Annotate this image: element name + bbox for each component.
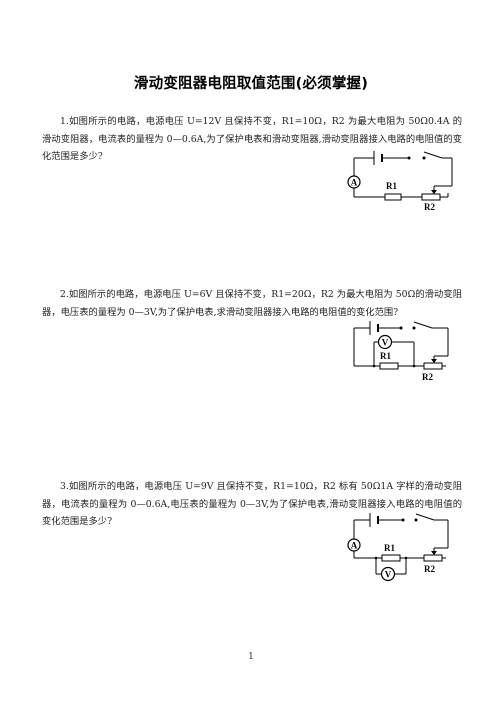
- voltmeter-label: V: [382, 338, 389, 348]
- r1-label: R1: [386, 181, 397, 191]
- switch-icon: [399, 326, 416, 330]
- switch-icon: [401, 518, 418, 522]
- problem-3-text: 3.如图所示的电路，电源电压 U=9V 且保持不变，R1=10Ω，R2 标有 5…: [42, 481, 462, 527]
- ammeter-icon: A: [347, 538, 361, 552]
- page-title: 滑动变阻器电阻取值范围(必须掌握): [133, 76, 369, 92]
- problem-3-circuit-diagram: A R1 R2 V: [344, 510, 460, 586]
- problem-1-text: 1.如图所示的电路，电源电压 U=12V 且保持不变，R1=10Ω，R2 为最大…: [42, 116, 462, 162]
- battery-icon: [373, 151, 383, 165]
- rheostat-r2-icon: R2: [422, 356, 443, 382]
- ammeter-icon: A: [347, 175, 361, 189]
- battery-icon: [369, 321, 379, 335]
- r2-label: R2: [422, 372, 433, 382]
- rheostat-r2-icon: R2: [423, 548, 443, 574]
- switch-icon: [407, 156, 426, 160]
- rheostat-r2-icon: R2: [421, 186, 441, 212]
- problem-1-circuit-diagram: A R1 R2: [338, 148, 462, 214]
- page-number: 1: [248, 652, 254, 662]
- r1-label: R1: [384, 543, 395, 553]
- voltmeter-label: V: [385, 570, 392, 580]
- r1-label: R1: [380, 351, 391, 361]
- r2-label: R2: [424, 564, 435, 574]
- problem-2-text: 2.如图所示的电路，电源电压 U=6V 且保持不变，R1=20Ω，R2 为最大电…: [42, 289, 462, 318]
- voltmeter-icon: V: [380, 566, 396, 582]
- battery-icon: [369, 513, 379, 527]
- resistor-r1-icon: R1: [381, 543, 401, 562]
- resistor-r1-icon: R1: [379, 351, 399, 370]
- voltmeter-icon: V: [377, 334, 393, 350]
- ammeter-label: A: [351, 540, 358, 550]
- ammeter-label: A: [351, 177, 358, 187]
- resistor-r1-icon: R1: [384, 181, 402, 201]
- r2-label: R2: [424, 202, 435, 212]
- problem-2-circuit-diagram: V R1 R2: [352, 318, 456, 384]
